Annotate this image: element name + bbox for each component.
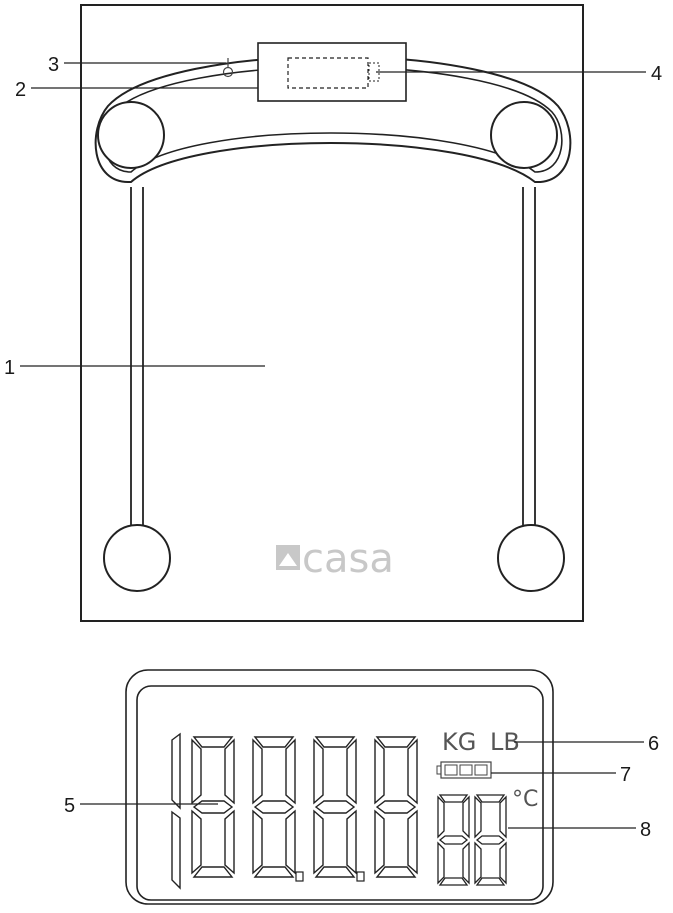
lcd-display: KG LB °C: [125, 669, 554, 905]
svg-text:6: 6: [648, 733, 659, 755]
callout-3: 3: [48, 54, 226, 76]
side-bar-left: [130, 187, 144, 525]
svg-text:1: 1: [4, 357, 15, 379]
foot-bottom-left: [103, 524, 171, 592]
callout-6: 6: [514, 733, 659, 755]
foot-top-right: [490, 101, 558, 169]
foot-top-left: [97, 101, 165, 169]
svg-text:3: 3: [48, 54, 59, 76]
decimal-point-1: [295, 871, 304, 882]
svg-text:5: 5: [64, 795, 75, 817]
glass-platform: [80, 4, 584, 622]
callout-8: 8: [508, 819, 651, 841]
callout-1: 1: [4, 357, 265, 379]
callout-2: 2: [15, 79, 258, 101]
scale-platform: casa: [80, 4, 584, 622]
foot-bottom-right: [497, 524, 565, 592]
svg-text:8: 8: [640, 819, 651, 841]
digit-leading-one: [171, 732, 181, 890]
brand-logo: casa: [276, 536, 394, 582]
callout-5: 5: [64, 795, 218, 817]
svg-text:4: 4: [651, 63, 662, 85]
brand-logo-icon: [276, 545, 300, 570]
svg-text:2: 2: [15, 79, 26, 101]
brand-name: casa: [302, 536, 394, 582]
battery-compartment: [368, 62, 380, 82]
side-bar-right: [522, 187, 536, 525]
thermometer-icon: [222, 58, 234, 78]
decimal-point-2: [356, 871, 365, 882]
top-frame-outer: [94, 55, 572, 184]
temperature-unit: °C: [512, 787, 538, 812]
svg-text:7: 7: [620, 764, 631, 786]
callout-7: 7: [491, 764, 631, 786]
lcd-outline: [287, 57, 369, 89]
battery-icon: [436, 761, 492, 779]
unit-kg: KG: [442, 728, 476, 756]
callout-4: 4: [376, 63, 662, 85]
